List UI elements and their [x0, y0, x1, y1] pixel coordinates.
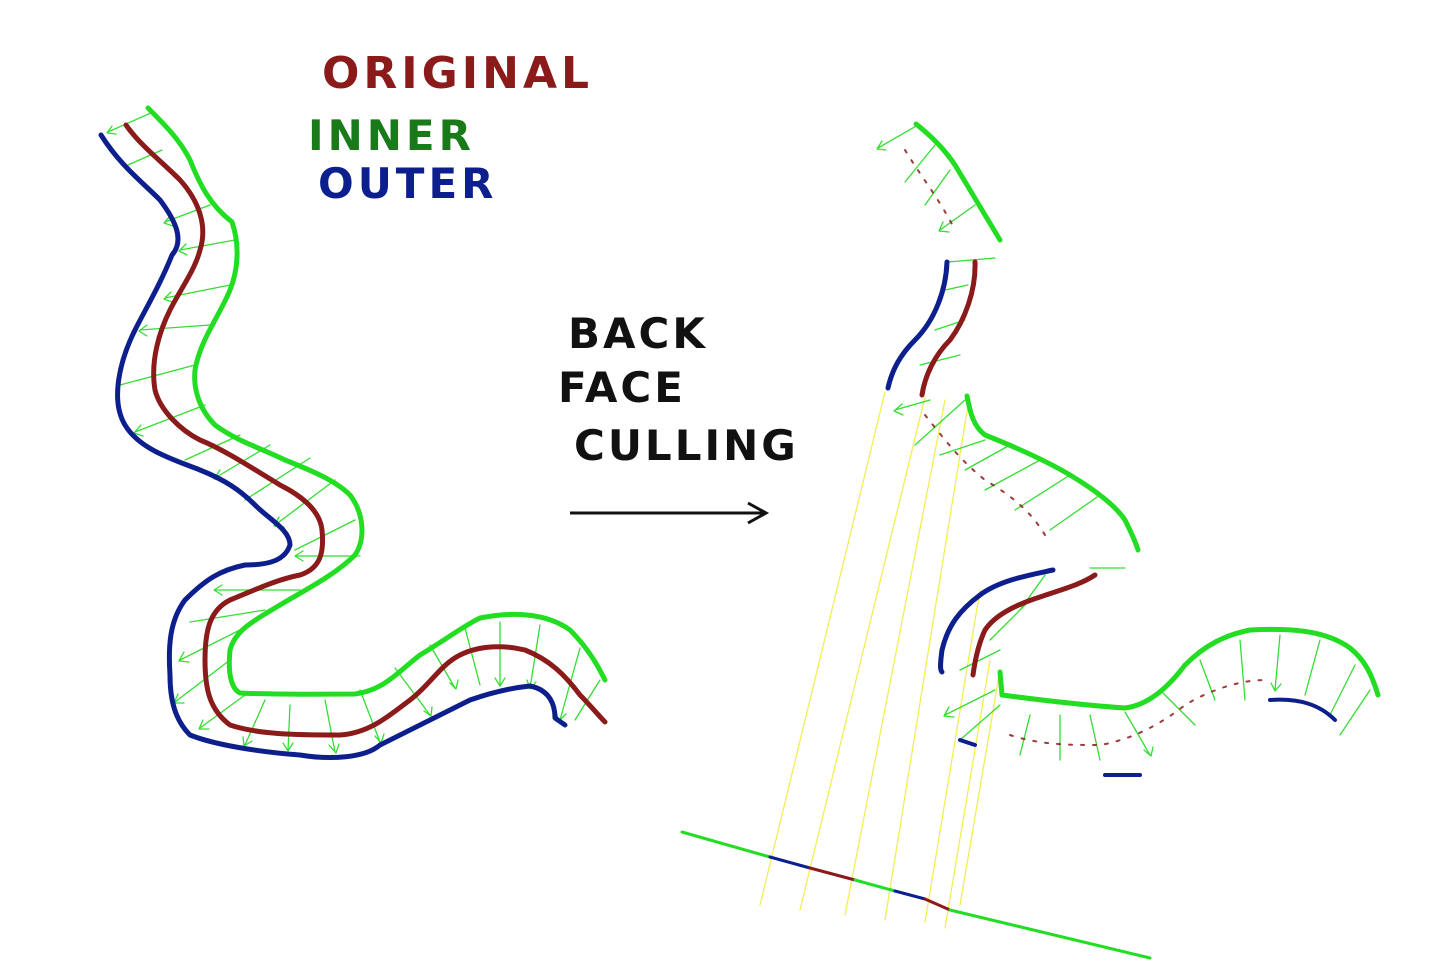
legend-original-label: ORIGINAL	[322, 48, 593, 99]
left-original-curve	[123, 122, 608, 738]
legend-inner-label: INNER	[308, 111, 475, 160]
caption-face: FACE	[558, 363, 686, 412]
projection-rays	[759, 391, 1001, 929]
right-outer-segment-5	[1268, 697, 1337, 722]
right-outer-segment-2	[938, 567, 1056, 675]
caption-back: BACK	[568, 309, 708, 358]
left-inner-curve	[145, 105, 608, 697]
process-arrow-icon	[570, 501, 770, 525]
view-plane	[680, 830, 1152, 960]
left-normals	[106, 111, 601, 754]
right-outer-segment-3	[958, 738, 977, 747]
right-inner-segment-3	[997, 626, 1381, 711]
right-original-segment-2	[970, 572, 1098, 678]
right-inner-segment-2	[964, 393, 1141, 553]
right-shape	[680, 121, 1381, 960]
culled-remnants	[904, 149, 1266, 746]
left-outer-curve	[98, 132, 568, 761]
process-caption: BACK FACE CULLING	[558, 309, 799, 525]
legend-outer-label: OUTER	[318, 159, 498, 208]
left-shape	[98, 105, 608, 761]
legend: ORIGINAL INNER OUTER	[308, 48, 593, 208]
right-original-segment-1	[919, 259, 978, 398]
right-inner-segment-1	[913, 121, 1003, 243]
right-outer-segment-1	[885, 259, 950, 391]
caption-culling: CULLING	[574, 421, 799, 470]
